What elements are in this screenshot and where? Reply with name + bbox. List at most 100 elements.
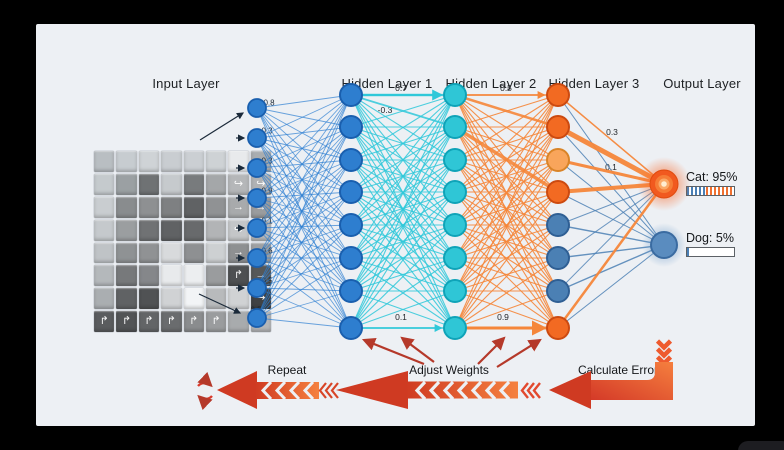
edge-weight-label: -0.3 (377, 105, 393, 115)
pixel-cell (183, 196, 204, 218)
flatten-arrow-icon: → (255, 200, 267, 213)
pixel-cell (205, 242, 227, 264)
pixel-cell (183, 173, 204, 195)
pixel-cell (205, 288, 227, 310)
pixel-cell (161, 265, 182, 287)
input-weight-label: 0.6 (261, 246, 273, 256)
pixel-cell (183, 288, 204, 310)
pixel-cell (205, 219, 227, 241)
calculate-error-label: Calculate Error (577, 363, 659, 377)
pixel-cell: → (228, 196, 249, 218)
flatten-arrow-icon: ↪ (233, 177, 244, 190)
cat-probability-label: Cat: 95% (686, 170, 738, 184)
pixel-cell: ↪ (228, 219, 249, 241)
pixel-cell (183, 151, 204, 172)
input-weight-label: 0.9 (261, 186, 273, 196)
pixel-cell (116, 265, 137, 287)
pixel-cell (116, 242, 137, 264)
title-input-layer: Input Layer (152, 76, 220, 91)
pixel-cell (138, 219, 160, 241)
pixel-cell: ↱ (138, 311, 160, 332)
pixel-cell (116, 288, 137, 310)
pixel-cell (94, 173, 115, 195)
pixel-cell (94, 265, 115, 287)
pixel-cell (161, 151, 182, 172)
pixel-cell (228, 151, 249, 172)
edge-weight-label: 0.3 (606, 127, 618, 137)
cat-probability-bar (686, 185, 735, 196)
pixel-cell: ↱ (161, 311, 182, 332)
pixel-cell (116, 196, 137, 218)
probability-bar-fill (705, 186, 732, 195)
pixel-cell (94, 242, 115, 264)
pixel-cell (205, 151, 227, 172)
pixel-cell (161, 196, 182, 218)
pixel-cell (205, 196, 227, 218)
pixel-cell: ↪ (228, 173, 249, 195)
title-output-layer: Output Layer (663, 76, 741, 91)
pixel-cell (138, 242, 160, 264)
input-weight-label: 0.1 (261, 216, 273, 226)
edge-weight-label: 0.1 (395, 312, 407, 322)
adjust-weights-label: Adjust Weights (409, 363, 489, 377)
input-weight-label: 0.3 (261, 126, 273, 136)
flatten-arrow-icon: ↱ (211, 315, 221, 328)
pixel-cell (116, 151, 137, 172)
flatten-arrow-icon: → (232, 246, 244, 259)
pixel-cell (183, 219, 204, 241)
probability-bar-fill (687, 186, 706, 195)
pixel-cell (138, 151, 160, 172)
pixel-cell (183, 265, 204, 287)
input-image-grid: ↪↪→→↪→→→↱→↪↱↱↱↱↱↱ (94, 151, 271, 332)
pixel-cell: ↱ (205, 311, 227, 332)
pixel-cell (161, 288, 182, 310)
flatten-arrow-icon: ↱ (144, 315, 154, 328)
pixel-cell (161, 173, 182, 195)
dog-probability-label: Dog: 5% (686, 231, 734, 245)
flatten-arrow-icon: ↪ (256, 292, 266, 305)
diagram-card: Input Layer Hidden Layer 1 Hidden Layer … (36, 24, 755, 426)
input-weight-label: 0.5 (261, 276, 273, 286)
pixel-cell (94, 288, 115, 310)
pixel-cell: ↱ (94, 311, 115, 332)
pixel-cell (138, 173, 160, 195)
input-weight-label: 0.3 (261, 156, 273, 166)
dog-probability-bar (686, 246, 735, 257)
title-hidden-layer-1: Hidden Layer 1 (341, 76, 433, 91)
pixel-cell (116, 173, 137, 195)
input-weight-label: 0.5 (250, 305, 262, 315)
pixel-cell: ↱ (183, 311, 204, 332)
pixel-cell (138, 196, 160, 218)
probability-bar-fill (687, 247, 690, 256)
repeat-label: Repeat (267, 363, 307, 377)
cursor-artifact (738, 441, 784, 450)
pixel-cell (116, 219, 137, 241)
pixel-cell: ↱ (116, 311, 137, 332)
edge-weight-label: 0.1 (605, 162, 617, 172)
flatten-arrow-icon: ↱ (121, 315, 132, 328)
title-hidden-layer-3: Hidden Layer 3 (548, 76, 640, 91)
pixel-cell (94, 151, 115, 172)
pixel-cell (94, 219, 115, 241)
pixel-cell: ↱ (228, 265, 249, 287)
flatten-arrow-icon: ↪ (233, 223, 244, 236)
edge-weight-label: 0.5 (500, 83, 512, 93)
flatten-arrow-icon: ↱ (166, 315, 176, 328)
flatten-arrow-icon: ↱ (233, 269, 244, 282)
flatten-arrow-icon: → (255, 223, 267, 236)
pixel-cell (138, 288, 160, 310)
flatten-arrow-icon: → (232, 200, 244, 213)
flatten-arrow-icon: ↱ (99, 315, 109, 328)
title-hidden-layer-2: Hidden Layer 2 (445, 76, 537, 91)
edge-weight-label: 0.7 (395, 83, 407, 93)
pixel-cell (228, 311, 249, 332)
pixel-cell (138, 265, 160, 287)
pixel-cell: → (250, 196, 271, 218)
pixel-cell (161, 219, 182, 241)
flatten-arrow-icon: ↱ (189, 315, 199, 328)
pixel-cell (228, 288, 249, 310)
pixel-cell (205, 265, 227, 287)
pixel-cell (183, 242, 204, 264)
pixel-cell (205, 173, 227, 195)
